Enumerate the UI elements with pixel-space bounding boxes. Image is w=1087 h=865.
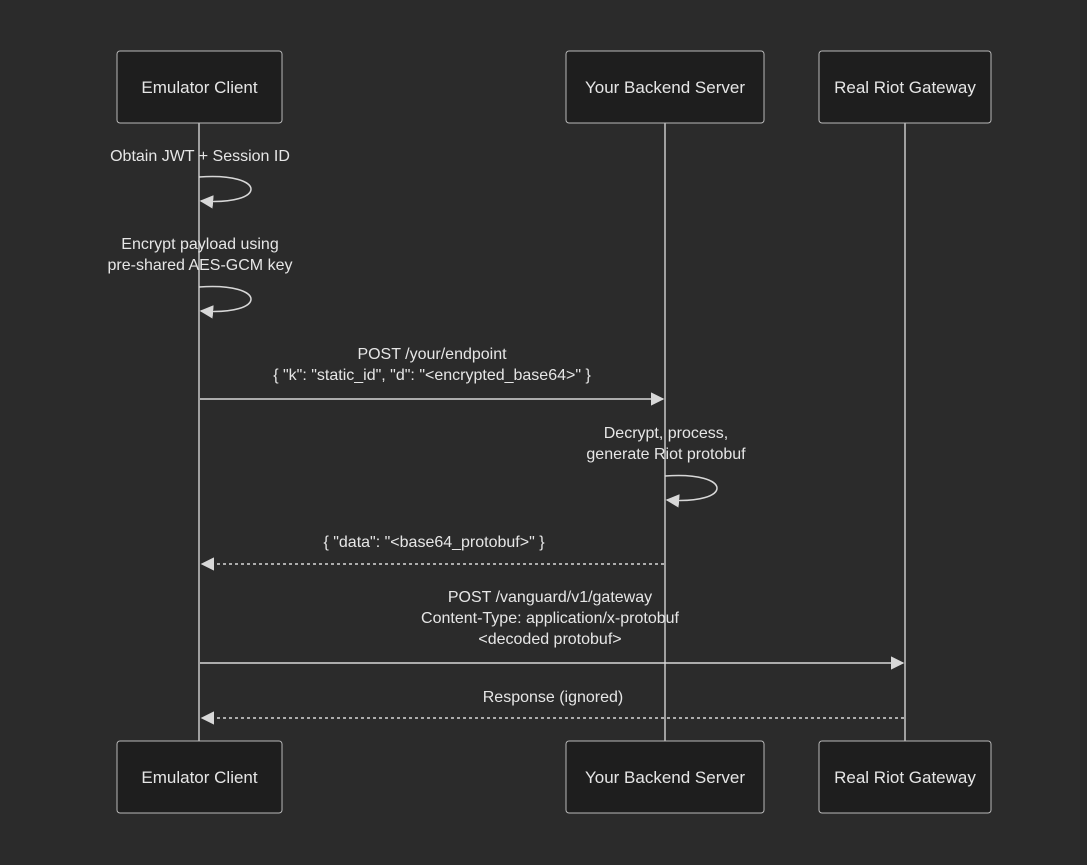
actor-label: Real Riot Gateway xyxy=(834,768,976,787)
message-label: <decoded protobuf> xyxy=(478,631,621,648)
actor-top-client: Emulator Client xyxy=(116,50,283,124)
actor-bottom-gateway: Real Riot Gateway xyxy=(818,740,992,814)
message-label: Response (ignored) xyxy=(483,689,624,706)
message-data-response: { "data": "<base64_protobuf>" } xyxy=(200,534,664,571)
message-response-ignored: Response (ignored) xyxy=(200,689,904,725)
message-post-endpoint: POST /your/endpoint { "k": "static_id", … xyxy=(200,346,665,406)
actor-label: Emulator Client xyxy=(141,78,257,97)
actor-bottom-backend: Your Backend Server xyxy=(565,740,765,814)
message-label: Content-Type: application/x-protobuf xyxy=(421,610,679,627)
message-label: Decrypt, process, xyxy=(604,425,728,442)
message-label: POST /your/endpoint xyxy=(357,346,507,363)
message-encrypt-payload: Encrypt payload using pre-shared AES-GCM… xyxy=(108,236,293,319)
message-label: Obtain JWT + Session ID xyxy=(110,148,290,165)
message-label: Encrypt payload using xyxy=(121,236,278,253)
message-post-gateway: POST /vanguard/v1/gateway Content-Type: … xyxy=(200,589,905,670)
actor-top-gateway: Real Riot Gateway xyxy=(818,50,992,124)
actor-label: Real Riot Gateway xyxy=(834,78,976,97)
actor-top-backend: Your Backend Server xyxy=(565,50,765,124)
message-label: { "data": "<base64_protobuf>" } xyxy=(323,534,545,551)
actor-label: Your Backend Server xyxy=(585,78,745,97)
actor-label: Your Backend Server xyxy=(585,768,745,787)
message-label: generate Riot protobuf xyxy=(586,446,746,463)
self-arrow xyxy=(198,175,252,209)
message-label: { "k": "static_id", "d": "<encrypted_bas… xyxy=(273,367,591,384)
self-arrow xyxy=(664,474,718,508)
message-decrypt-process: Decrypt, process, generate Riot protobuf xyxy=(586,425,746,508)
message-label: pre-shared AES-GCM key xyxy=(108,257,293,274)
self-arrow xyxy=(198,285,252,319)
actor-label: Emulator Client xyxy=(141,768,257,787)
actor-bottom-client: Emulator Client xyxy=(116,740,283,814)
message-obtain-jwt: Obtain JWT + Session ID xyxy=(110,148,290,209)
message-label: POST /vanguard/v1/gateway xyxy=(448,589,652,606)
